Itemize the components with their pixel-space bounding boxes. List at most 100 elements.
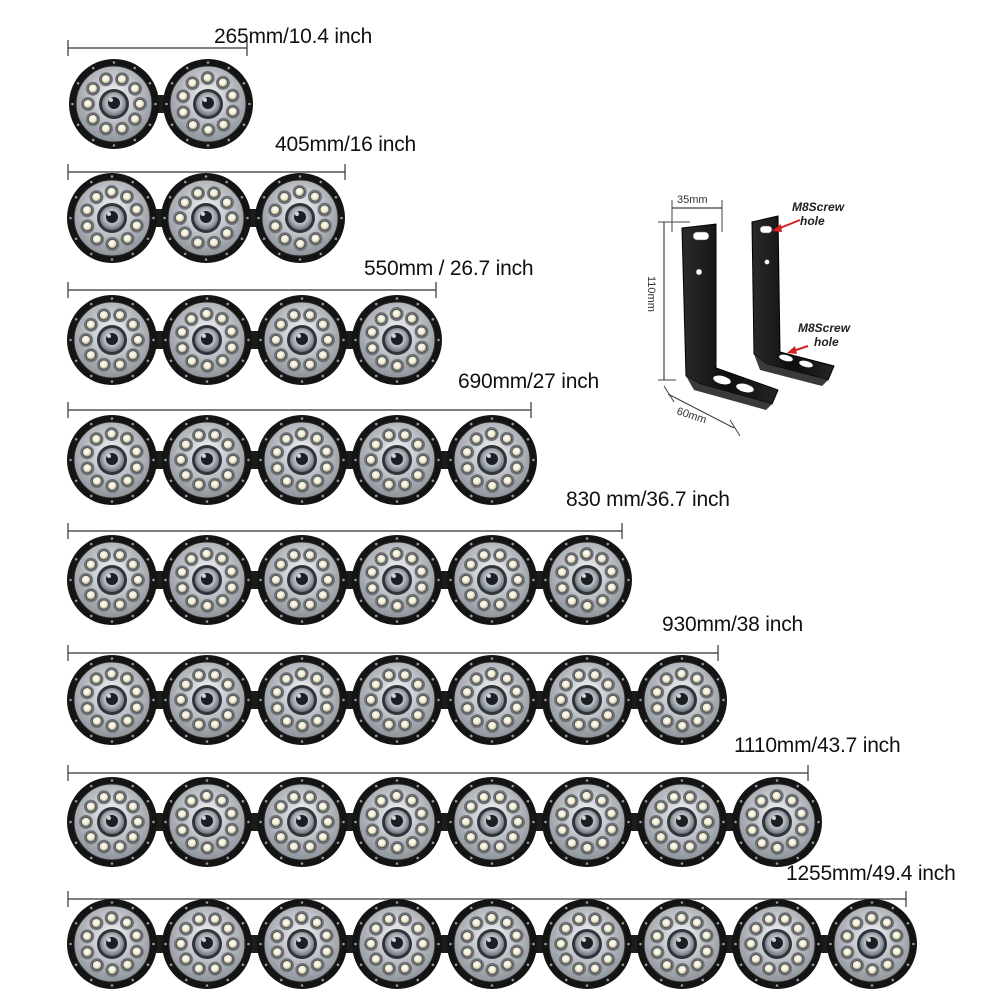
light-bar-2 <box>67 164 346 263</box>
led-chip <box>487 481 498 491</box>
led-chip <box>226 582 237 593</box>
housing-bolt <box>110 175 114 178</box>
housing-bolt <box>870 984 874 987</box>
housing-bolt <box>241 437 245 441</box>
bottom-hole-label-line1: M8Screw <box>798 321 851 335</box>
led-chip <box>82 205 93 216</box>
housing-bolt <box>544 942 547 946</box>
led-chip <box>202 601 213 611</box>
led-chip <box>764 914 774 925</box>
lens-highlight <box>202 816 206 820</box>
led-chip <box>662 960 672 971</box>
housing-bolt <box>526 921 530 925</box>
housing-bolt <box>226 856 230 860</box>
housing-bolt <box>131 856 135 860</box>
housing-bolt <box>74 359 78 363</box>
housing-bolt <box>395 297 399 300</box>
housing-bolt <box>300 901 304 904</box>
housing-bolt <box>110 984 114 987</box>
led-chip <box>92 716 102 727</box>
housing-bolt <box>110 620 114 623</box>
led-chip <box>319 220 330 231</box>
led-chip <box>297 721 308 731</box>
housing-bolt <box>110 258 114 261</box>
led-chip <box>581 549 592 559</box>
housing-bolt <box>300 620 304 623</box>
led-chip <box>128 801 138 812</box>
housing-bolt <box>321 422 325 426</box>
housing-bolt <box>395 901 399 904</box>
bracket-width-label: 35mm <box>677 194 708 206</box>
housing-bolt <box>526 841 530 845</box>
housing-bolt <box>89 614 93 618</box>
led-chip <box>796 824 807 835</box>
led-chip <box>270 221 281 232</box>
housing-bolt <box>701 978 705 982</box>
led-chip <box>561 954 571 965</box>
led-chip <box>471 434 482 445</box>
housing-bolt <box>796 978 800 982</box>
housing-bolt <box>511 422 515 426</box>
led-chip <box>701 702 712 713</box>
housing-bolt <box>342 338 345 342</box>
led-chip <box>128 319 138 330</box>
led-chip <box>282 960 292 971</box>
housing-bolt <box>184 302 188 306</box>
housing-bolt <box>69 698 72 702</box>
led-chip <box>400 914 410 925</box>
housing-bolt <box>226 494 230 498</box>
housing-bolt <box>431 841 435 845</box>
housing-bolt <box>469 906 473 910</box>
housing-bolt <box>374 614 378 618</box>
housing-bolt <box>247 942 250 946</box>
led-chip <box>122 959 133 970</box>
led-chip <box>597 595 608 606</box>
housing-bolt <box>912 942 915 946</box>
housing-bolt <box>431 599 435 603</box>
led-chip <box>91 192 102 203</box>
housing-bolt <box>131 374 135 378</box>
housing-bolt <box>298 258 302 261</box>
housing-bolt <box>264 317 268 321</box>
housing-bolt <box>359 921 363 925</box>
led-chip <box>186 554 197 565</box>
housing-bolt <box>300 417 304 420</box>
housing-bolt <box>300 500 304 503</box>
housing-bolt <box>71 102 74 106</box>
housing-bolt <box>241 359 245 363</box>
top-hole-label-line1: M8Screw <box>792 200 845 214</box>
led-chip <box>574 914 584 925</box>
led-chip <box>384 914 394 925</box>
led-chip <box>82 947 93 958</box>
led-chip <box>479 550 489 561</box>
housing-bolt <box>532 578 535 582</box>
housing-bolt <box>242 81 246 85</box>
led-chip <box>281 918 292 929</box>
housing-bolt <box>146 921 150 925</box>
housing-bolt <box>532 458 535 462</box>
led-chip <box>289 792 299 803</box>
housing-bolt <box>165 102 168 106</box>
led-chip <box>557 825 568 836</box>
led-chip <box>407 795 417 806</box>
housing-bolt <box>449 820 452 824</box>
housing-bolt <box>226 422 230 426</box>
led-chip <box>692 917 702 928</box>
housing-bolt <box>796 784 800 788</box>
led-chip <box>210 430 220 441</box>
housing-bolt <box>796 856 800 860</box>
housing-bolt <box>169 317 173 321</box>
led-chip <box>305 792 315 803</box>
led-chip <box>272 931 283 942</box>
housing-bolt <box>469 784 473 788</box>
led-chip <box>416 808 427 819</box>
housing-bolt <box>89 494 93 498</box>
housing-bolt <box>754 784 758 788</box>
led-chip <box>567 838 577 849</box>
led-chip <box>312 475 323 486</box>
led-chip <box>590 670 600 681</box>
led-chip <box>226 824 237 835</box>
led-chip <box>371 954 381 965</box>
housing-bolt <box>659 978 663 982</box>
housing-bolt <box>152 942 155 946</box>
